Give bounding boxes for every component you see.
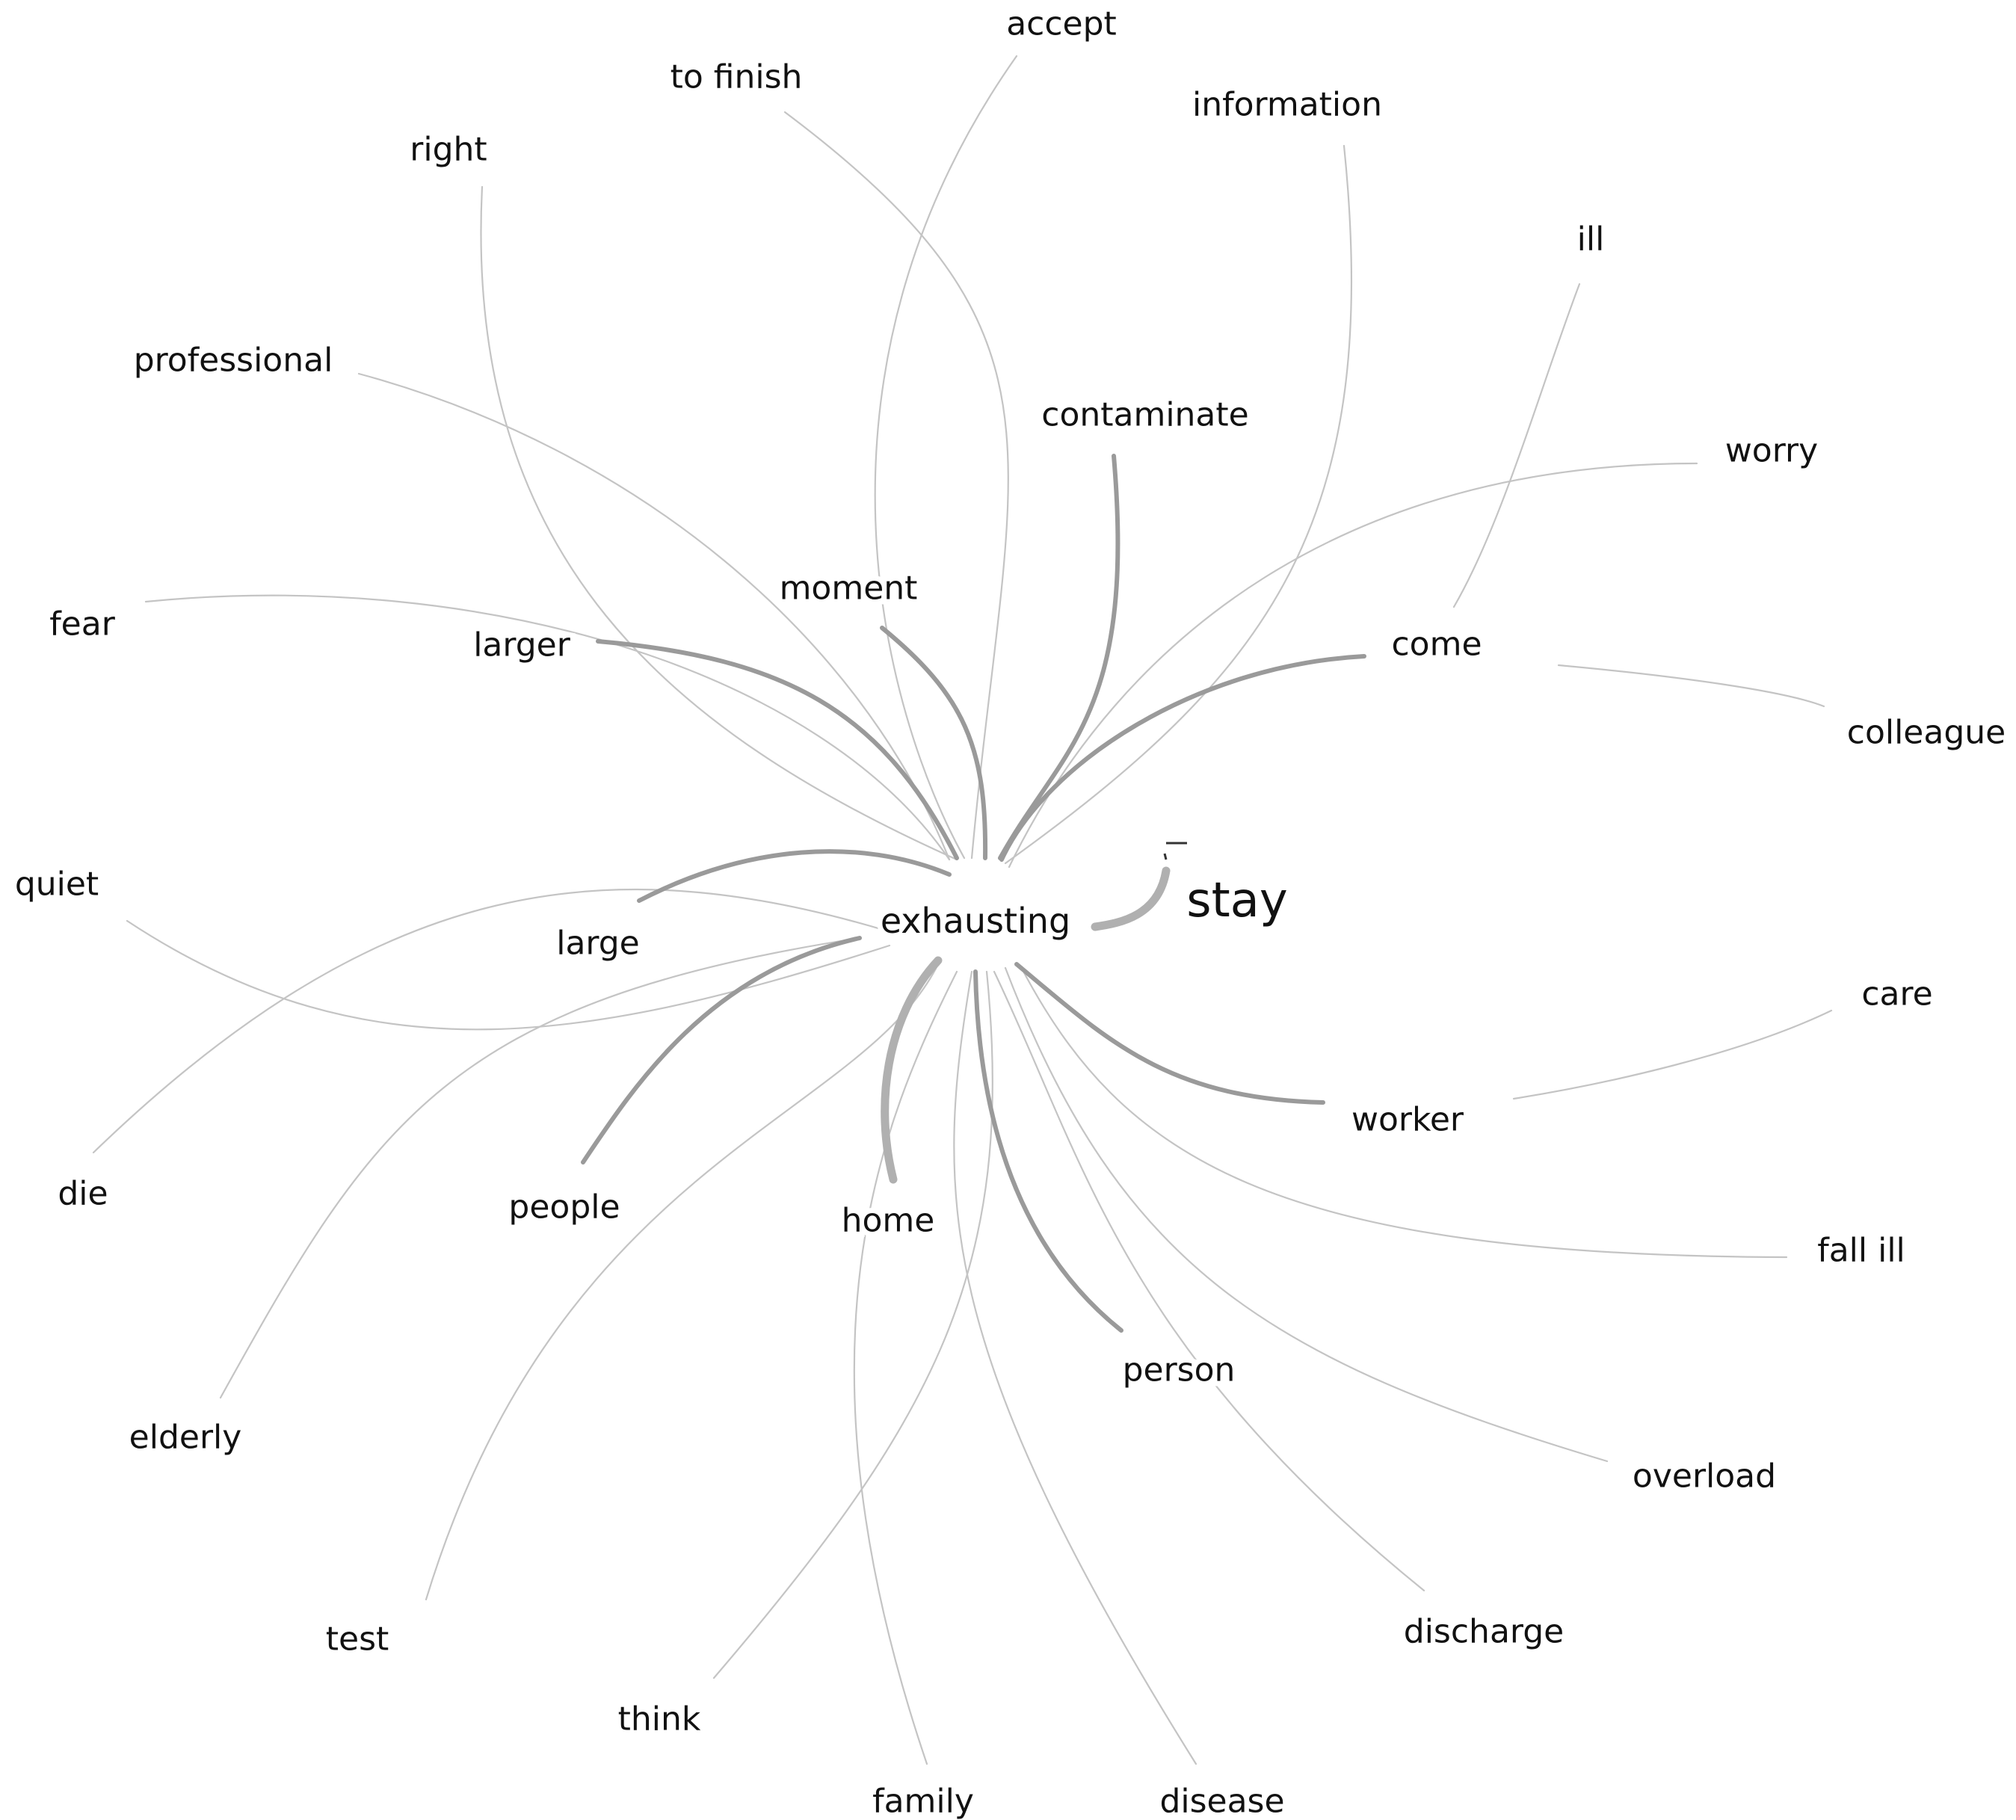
word-think: think	[618, 1700, 701, 1739]
word-stay: stay	[1186, 873, 1288, 928]
edge-exhausting-larger	[596, 639, 959, 860]
edge-exhausting-test	[425, 963, 940, 1601]
edge-exhausting-disease	[953, 970, 1197, 1765]
word-home: home	[842, 1202, 935, 1240]
edge-exhausting-think	[712, 970, 993, 1679]
word-elderly: elderly	[129, 1419, 242, 1457]
edge-exhausting-fear	[144, 594, 951, 861]
edge-come-ill	[1452, 283, 1581, 608]
word-worker: worker	[1351, 1101, 1464, 1139]
edge-exhausting-to_finish	[783, 111, 1009, 860]
edge-exhausting-right	[480, 185, 958, 861]
edge-exhausting-discharge	[993, 970, 1425, 1592]
edge-exhausting-large	[637, 849, 952, 903]
word-family: family	[872, 1783, 974, 1820]
word-to-finish: to finish	[671, 58, 803, 96]
word-quiet: quiet	[15, 866, 99, 904]
edge-exhausting-moment	[880, 626, 988, 860]
word-overload: overload	[1633, 1457, 1776, 1496]
edge-exhausting-family	[853, 970, 958, 1765]
edge-exhausting-home	[881, 956, 943, 1184]
edge-exhausting-die	[92, 888, 887, 1154]
edge-exhausting-elderly	[219, 937, 861, 1399]
word-right: right	[410, 131, 487, 169]
stay-marker	[1163, 842, 1187, 860]
word-professional: professional	[134, 342, 333, 380]
edge-exhausting-stay	[1091, 866, 1171, 931]
word-person: person	[1123, 1351, 1236, 1389]
edge-exhausting-come	[999, 654, 1366, 862]
edges-layer	[92, 55, 1833, 1765]
word-accept: accept	[1006, 5, 1117, 43]
edge-exhausting-worry	[1008, 462, 1698, 869]
word-die: die	[58, 1175, 108, 1213]
word-fall-ill: fall ill	[1817, 1232, 1905, 1270]
labels-layer: accept to finish information right ill profes…	[10, 0, 2011, 1820]
edge-exhausting-quiet	[126, 919, 891, 1031]
edge-worker-care	[1512, 1009, 1833, 1100]
word-ill: ill	[1577, 220, 1605, 259]
word-worry: worry	[1725, 432, 1818, 470]
edge-exhausting-contaminate	[998, 454, 1120, 860]
word-information: information	[1192, 86, 1382, 124]
word-larger: larger	[473, 626, 571, 664]
word-discharge: discharge	[1404, 1613, 1564, 1651]
edge-exhausting-information	[1004, 144, 1353, 865]
word-moment: moment	[780, 570, 918, 608]
edge-exhausting-person	[973, 969, 1123, 1333]
word-large: large	[556, 925, 640, 963]
edge-exhausting-worker	[1014, 962, 1325, 1105]
word-exhausting: exhausting	[881, 901, 1070, 941]
word-come: come	[1391, 626, 1482, 664]
edge-exhausting-overload	[1004, 966, 1609, 1463]
edge-come-colleague	[1557, 664, 1825, 708]
edge-exhausting-fall_ill	[1019, 964, 1788, 1259]
edge-exhausting-accept	[874, 55, 1018, 860]
word-colleague: colleague	[1847, 714, 2006, 752]
word-fear: fear	[49, 605, 116, 644]
edge-exhausting-professional	[357, 372, 951, 861]
word-people: people	[508, 1188, 620, 1227]
word-contaminate: contaminate	[1041, 396, 1248, 434]
word-disease: disease	[1159, 1783, 1284, 1820]
edge-exhausting-people	[581, 936, 862, 1165]
word-test: test	[326, 1620, 389, 1659]
word-care: care	[1861, 975, 1932, 1014]
